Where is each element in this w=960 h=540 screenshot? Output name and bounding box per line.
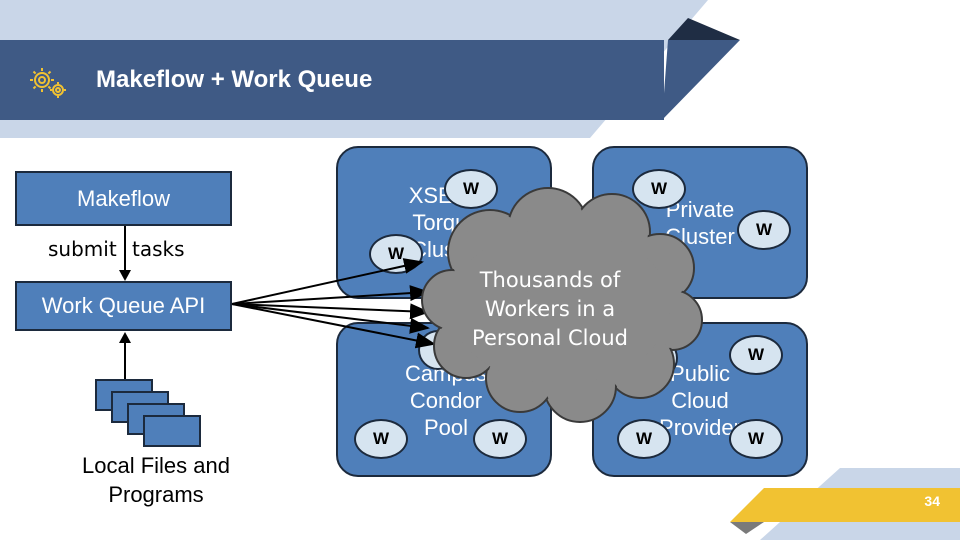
work-queue-api-box: Work Queue API (15, 281, 232, 331)
local-files-label: Local Files and Programs (82, 453, 230, 507)
makeflow-box: Makeflow (15, 171, 232, 226)
title-bar (0, 40, 664, 120)
top-navy-triangle (668, 18, 740, 40)
files-arrow (119, 332, 131, 381)
worker-node: W (729, 419, 783, 459)
tasks-label: tasks (132, 237, 185, 261)
slide-title: Makeflow + Work Queue (96, 66, 373, 93)
dispatch-arrow (231, 303, 430, 320)
worker-node: W (729, 335, 783, 375)
page-number: 34 (924, 493, 940, 509)
bottom-gray-triangle (730, 522, 764, 534)
worker-node: W (473, 419, 527, 459)
submit-arrow (119, 226, 131, 281)
dispatch-arrow (231, 285, 430, 305)
submit-label: submit (48, 237, 117, 261)
gears-icon (30, 68, 66, 98)
worker-node: W (617, 419, 671, 459)
public-cloud-label: Public Cloud Provider (659, 361, 741, 440)
worker-node: W (354, 419, 408, 459)
worker-node: W (444, 169, 498, 209)
top-dark-wedge (662, 40, 740, 120)
dispatch-arrow (231, 258, 424, 305)
bottom-yellow-band (730, 488, 960, 522)
makeflow-label: Makeflow (77, 185, 170, 211)
cloud-label: Thousands of Workers in a Personal Cloud (472, 268, 628, 350)
worker-node: W (737, 210, 791, 250)
work-queue-label: Work Queue API (41, 293, 206, 318)
local-files-icon (95, 379, 201, 447)
dispatch-arrow (231, 303, 430, 334)
worker-node: W (632, 169, 686, 209)
dispatch-arrow (231, 303, 436, 349)
